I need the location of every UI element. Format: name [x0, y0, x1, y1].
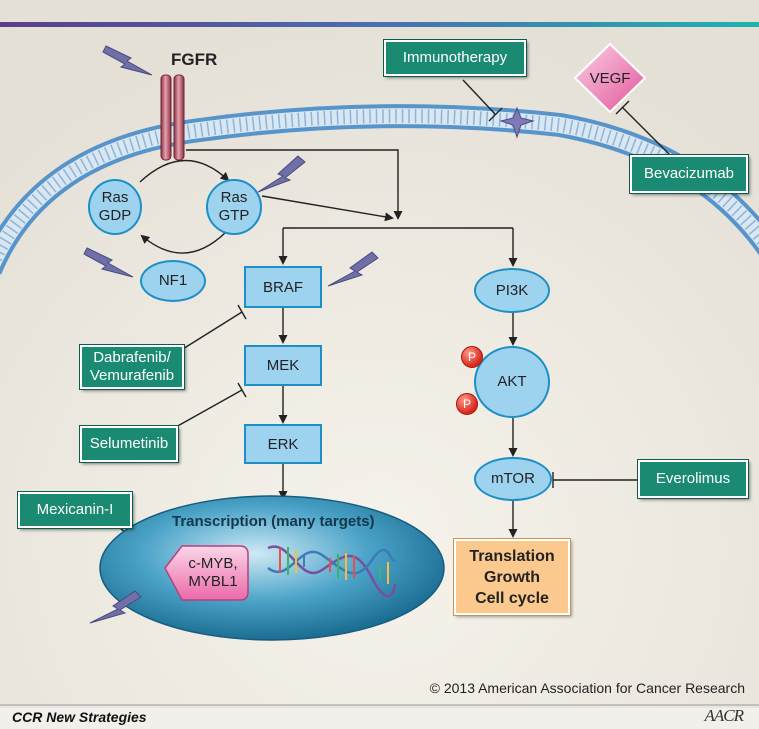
cmyb-label: c-MYB, MYBL1: [188, 555, 238, 590]
pi3k-node: PI3K: [474, 268, 550, 313]
pathway-connectors: [139, 149, 518, 538]
nucleus-label: Transcription (many targets): [172, 513, 375, 530]
dabrafenib-vemurafenib-box: Dabrafenib/ Vemurafenib: [79, 344, 185, 390]
outcome-cell-cycle: Cell cycle: [475, 589, 549, 607]
vegf-diamond: [573, 42, 647, 114]
lightning-bolt-icon: [83, 45, 379, 624]
dna-helix-icon: [267, 545, 397, 598]
outcome-translation: Translation: [469, 547, 555, 565]
mtor-node: mTOR: [474, 457, 552, 501]
outcome-growth: Growth: [484, 568, 540, 586]
star-target-icon: [499, 106, 535, 139]
mexicanin-box: Mexicanin-I: [17, 491, 133, 529]
immunotherapy-box: Immunotherapy: [383, 39, 527, 77]
mek-node: MEK: [244, 345, 322, 386]
header-stripe: [0, 22, 759, 27]
receptor-icon: [160, 74, 185, 161]
everolimus-box: Everolimus: [637, 459, 749, 499]
phospho-badge: P: [456, 393, 478, 415]
outcome-box: Translation Growth Cell cycle: [453, 538, 571, 616]
cmyb-tag: [164, 545, 249, 601]
braf-node: BRAF: [244, 266, 322, 308]
aacr-logo: AACR: [704, 706, 744, 725]
ras-gtp-node: Ras GTP: [206, 179, 262, 235]
nf1-node: NF1: [140, 260, 206, 302]
ras-gdp-node: Ras GDP: [88, 179, 142, 235]
erk-node: ERK: [244, 424, 322, 464]
copyright-text: © 2013 American Association for Cancer R…: [429, 680, 745, 696]
bevacizumab-box: Bevacizumab: [629, 154, 749, 194]
fgfr-label: FGFR: [171, 50, 218, 69]
nucleus: [99, 495, 445, 641]
vegf-label: VEGF: [589, 69, 631, 87]
selumetinib-box: Selumetinib: [79, 425, 179, 463]
phospho-badge: P: [461, 346, 483, 368]
akt-node: AKT: [474, 346, 550, 418]
series-title: CCR New Strategies: [12, 709, 147, 725]
